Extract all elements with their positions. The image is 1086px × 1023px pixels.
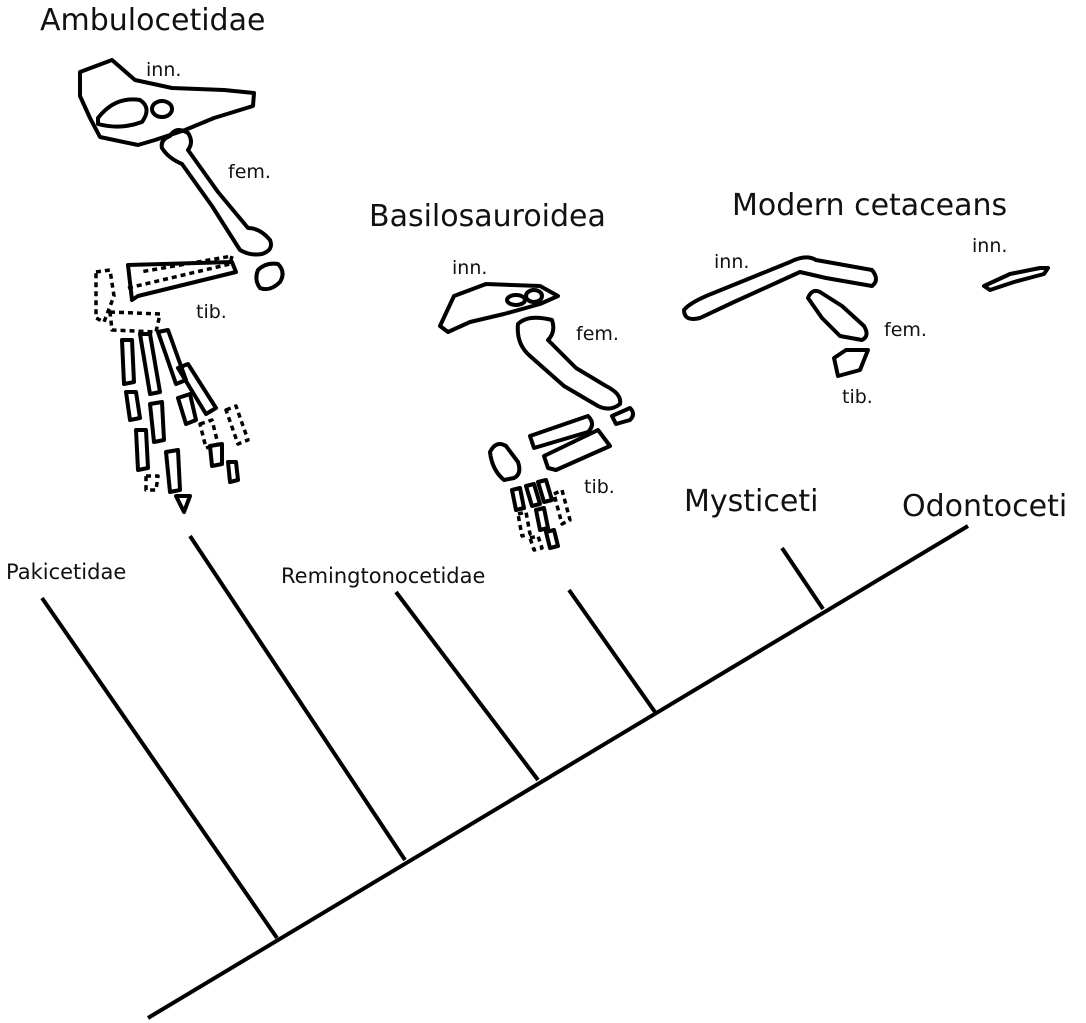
basilosauroidea-phalanx-2	[546, 530, 558, 548]
basilosauroidea-tibia	[530, 416, 592, 448]
ambulocetidae-metatarsal-2	[140, 334, 160, 394]
ambulocetidae-metatarsal-1	[122, 340, 134, 384]
taxon-label-ambulocetidae: Ambulocetidae	[40, 3, 265, 38]
odontoceti-hindlimb: inn.	[972, 235, 1048, 290]
basilosauroidea-metatarsal-4-dashed	[554, 490, 570, 524]
basilosauroidea-label-tib: tib.	[584, 476, 615, 498]
basilosauroidea-calcaneus	[490, 444, 519, 480]
taxon-label-modern-cetaceans: Modern cetaceans	[732, 188, 1007, 223]
taxon-label-mysticeti: Mysticeti	[684, 484, 818, 519]
basilosauroidea-phalanx-1	[536, 508, 548, 530]
basilosauroidea-metatarsal-1	[512, 488, 524, 510]
ambulocetidae-patella	[256, 264, 282, 290]
mysticeti-label-fem: fem.	[884, 319, 927, 341]
ambulocetidae-phalanx-6	[210, 444, 222, 466]
mysticeti-label-inn: inn.	[714, 251, 749, 273]
taxon-label-pakicetidae: Pakicetidae	[6, 560, 126, 584]
ambulocetidae-acetabulum	[152, 101, 172, 117]
taxon-label-odontoceti: Odontoceti	[902, 489, 1067, 524]
mysticeti-tibia	[834, 350, 868, 376]
taxon-label-remingtonocetidae: Remingtonocetidae	[281, 564, 485, 588]
basilosauroidea-label-inn: inn.	[452, 257, 487, 279]
ambulocetidae-label-fem: fem.	[228, 161, 271, 183]
basilosauroidea-phalanx-dashed-2	[530, 536, 542, 550]
cladogram-tree	[42, 526, 968, 1018]
mysticeti-label-tib: tib.	[842, 386, 873, 408]
ambulocetidae-phalanx-7	[228, 462, 238, 482]
ambulocetidae-tarsals	[110, 312, 160, 332]
ambulocetidae-label-tib: tib.	[196, 301, 227, 323]
odontoceti-label-inn: inn.	[972, 235, 1007, 257]
ambulocetidae-label-inn: inn.	[146, 59, 181, 81]
basilosauroidea-acetabulum	[526, 290, 542, 302]
ambulocetidae-phalanx-dashed-2	[226, 406, 248, 444]
branch-pakicetidae	[42, 598, 277, 938]
ambulocetidae-phalanx-dashed-1	[200, 420, 218, 448]
ambulocetidae-phalanx-1	[126, 392, 140, 420]
tree-trunk	[148, 526, 968, 1018]
taxon-label-basilosauroidea: Basilosauroidea	[369, 199, 606, 234]
basilosauroidea-phalanx-dashed-1	[518, 512, 530, 536]
ambulocetidae-phalanx-5	[166, 450, 180, 492]
basilosauroidea-patella	[612, 408, 633, 424]
odontoceti-innominate	[984, 268, 1048, 290]
branch-remingtonocetidae	[396, 592, 538, 780]
ambulocetidae-phalanx-4	[136, 430, 148, 470]
branch-basilosauroidea	[569, 590, 655, 712]
mysticeti-hindlimb: inn. fem. tib.	[684, 251, 927, 408]
ambulocetidae-phalanx-2	[150, 402, 164, 442]
ambulocetidae-femur	[162, 130, 271, 254]
basilosauroidea-label-fem: fem.	[576, 323, 619, 345]
basilosauroidea-foramen	[507, 295, 525, 305]
ambulocetidae-phalanx-3	[178, 394, 196, 424]
ambulocetidae-hindlimb: inn. fem. tib.	[80, 59, 283, 512]
mysticeti-femur	[808, 291, 867, 340]
ambulocetidae-phalanx-dashed-3	[146, 476, 158, 490]
basilosauroidea-hindlimb: inn. fem. tib.	[440, 257, 633, 550]
ambulocetidae-ungual	[176, 496, 190, 512]
branch-mysticeti	[782, 548, 823, 609]
ambulocetidae-obturator-foramen	[98, 99, 147, 126]
